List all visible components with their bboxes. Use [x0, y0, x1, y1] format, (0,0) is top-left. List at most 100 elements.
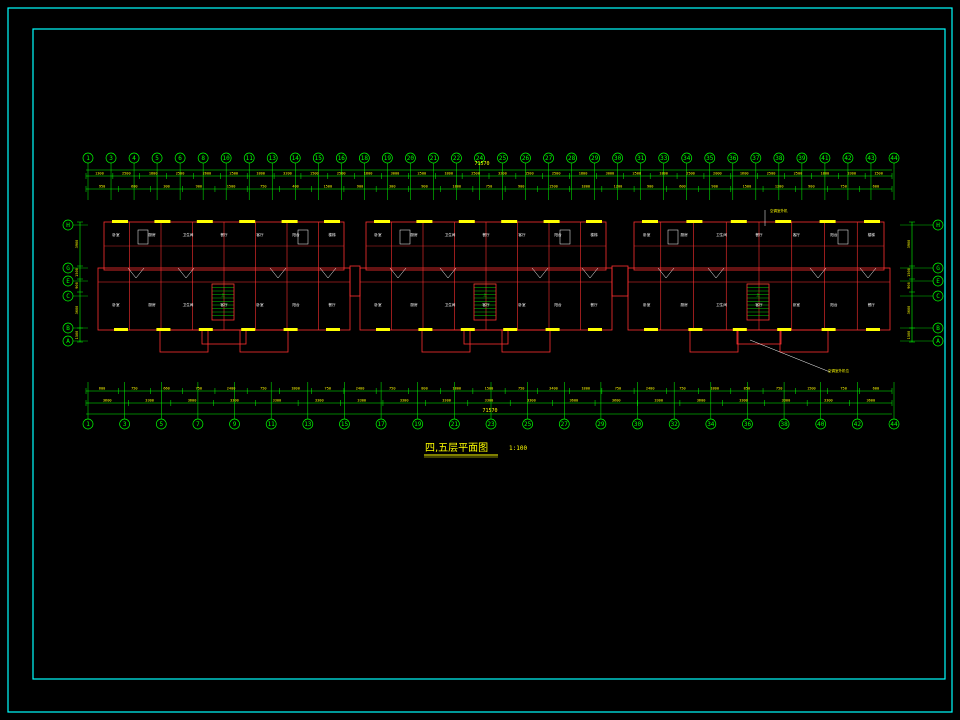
dim-text: 1800 — [659, 172, 668, 176]
left-axis-label: G — [66, 265, 70, 272]
window-north — [239, 220, 256, 223]
top-axis-bubble — [497, 152, 508, 164]
window-north — [864, 220, 880, 223]
top-axis-bubble — [543, 152, 554, 164]
dim-text: 1800 — [291, 387, 300, 391]
room-label-north: 阳台 — [292, 232, 300, 237]
room-label-north: 卧室 — [374, 232, 382, 237]
dim-text: 400 — [292, 185, 299, 189]
bottom-axis-bubble — [265, 418, 277, 430]
top-axis-bubble — [220, 152, 232, 164]
bottom-axis-bubble — [119, 418, 130, 430]
top-axis-label: 38 — [775, 155, 783, 162]
room-label-south: 卧室 — [643, 302, 651, 307]
right-axis-label: C — [936, 293, 940, 300]
dim-text: 1200 — [614, 185, 623, 189]
window-south — [283, 328, 298, 331]
room-label-south: 卫生间 — [183, 302, 194, 307]
door-swing — [135, 267, 145, 279]
dim-text-vertical: 1500 — [907, 331, 911, 340]
room-label-south: 阳台 — [292, 302, 300, 307]
dim-text: 2500 — [229, 172, 238, 176]
room-label-south: 卫生间 — [716, 302, 727, 307]
bottom-axis-label: 23 — [487, 421, 495, 428]
bottom-axis-bubble — [82, 418, 94, 430]
dim-text: 750 — [131, 387, 138, 391]
dim-text: 3300 — [145, 399, 154, 403]
right-axis-bubble — [932, 290, 944, 302]
top-axis-bubble — [704, 152, 716, 164]
connector-block — [611, 265, 629, 297]
bottom-axis-label: 15 — [341, 421, 349, 428]
dim-text: 1800 — [452, 387, 461, 391]
top-axis-label: 42 — [844, 155, 852, 162]
dim-text: 750 — [389, 387, 396, 391]
top-axis-label: 6 — [178, 155, 182, 162]
top-axis-bubble — [796, 152, 808, 164]
bottom-axis-label: 34 — [707, 421, 715, 428]
top-axis-bubble — [520, 152, 531, 164]
room-label-south: 卧室 — [112, 302, 120, 307]
dim-text: 1800 — [579, 172, 588, 176]
top-axis-label: 22 — [453, 155, 461, 162]
dim-text: 3600 — [103, 399, 112, 403]
top-axis-bubble — [888, 152, 900, 164]
annotation-right: 空调室外机位 — [828, 368, 849, 373]
dim-text: 2400 — [227, 387, 236, 391]
top-axis-bubble — [174, 152, 186, 164]
bottom-axis-bubble — [815, 418, 827, 430]
dim-text: 300 — [389, 185, 396, 189]
dim-text: 750 — [518, 387, 525, 391]
right-axis-bubble — [932, 219, 944, 231]
top-axis-label: 36 — [729, 155, 737, 162]
bottom-axis-bubble — [742, 418, 753, 430]
dim-text: 1500 — [743, 185, 752, 189]
top-axis-label: 33 — [660, 155, 668, 162]
dim-text-vertical: 1500 — [907, 268, 911, 277]
door-swing — [127, 267, 137, 279]
top-axis-label: 16 — [338, 155, 346, 162]
bottom-axis-label: 29 — [597, 421, 605, 428]
top-axis-bubble — [658, 152, 670, 164]
stair-label: 上 — [221, 292, 225, 297]
dim-text: 2500 — [471, 172, 480, 176]
dim-text-vertical: 900 — [75, 282, 79, 289]
dim-text: 1600 — [740, 172, 749, 176]
dim-text: 3300 — [824, 399, 833, 403]
bottom-axis-bubble — [705, 418, 717, 430]
top-axis-label: 39 — [798, 155, 806, 162]
dim-text: 1500 — [310, 172, 319, 176]
dim-text: 600 — [131, 185, 138, 189]
room-label-north: 卫生间 — [445, 232, 456, 237]
south-balcony — [159, 329, 209, 353]
window-north — [501, 220, 518, 223]
dim-text: 300 — [163, 185, 170, 189]
door-swing — [665, 267, 675, 279]
dim-text: 660 — [163, 387, 170, 391]
dim-text: 1500 — [874, 172, 883, 176]
left-axis-bubble — [62, 262, 74, 274]
door-swing — [185, 267, 195, 279]
bottom-axis-label: 1 — [86, 421, 90, 428]
top-axis-bubble — [612, 152, 624, 164]
dim-text: 3300 — [485, 399, 494, 403]
room-label-south: 厨房 — [148, 302, 156, 307]
room-label-north: 楼梯 — [868, 232, 876, 237]
window-north — [196, 220, 213, 223]
dim-text: 2400 — [356, 387, 365, 391]
left-axis-label: E — [66, 278, 70, 285]
door-swing — [277, 267, 287, 279]
south-balcony — [421, 329, 471, 353]
left-axis-label: H — [66, 222, 70, 229]
dim-text: 2000 — [713, 172, 722, 176]
top-axis-label: 10 — [223, 155, 231, 162]
window-south — [821, 328, 836, 331]
door-swing — [389, 267, 399, 279]
window-south — [503, 328, 518, 331]
window-south — [326, 328, 340, 331]
top-axis-label: 34 — [683, 155, 691, 162]
dim-text: 3200 — [283, 172, 292, 176]
dim-text-vertical: 3900 — [907, 240, 911, 249]
dim-text: 900 — [711, 185, 718, 189]
bottom-axis-bubble — [595, 418, 607, 430]
